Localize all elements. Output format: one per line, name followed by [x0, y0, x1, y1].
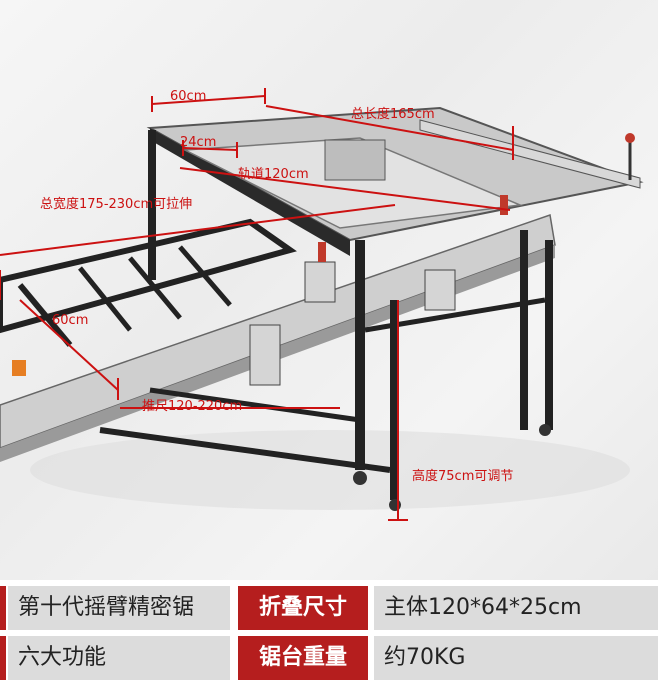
width-top-label: 60cm — [170, 89, 207, 104]
spec-row-2: 六大功能 锯台重量 约70KG — [0, 636, 658, 680]
sliding-carriage — [182, 137, 523, 229]
features-cell: 六大功能 — [8, 636, 230, 680]
sliding-table-saw-illustration — [0, 88, 644, 521]
rail-width-label: 24cm — [180, 135, 217, 150]
total-length-label: 总长度165cm — [351, 107, 435, 122]
fold-size-label: 折叠尺寸 — [238, 586, 368, 630]
weight-value: 约70KG — [374, 636, 658, 680]
clamp — [424, 269, 456, 311]
row-accent — [0, 586, 6, 630]
clamp — [249, 324, 281, 386]
extension-frame — [0, 218, 297, 334]
height-label: 高度75cm可调节 — [412, 469, 514, 484]
rail-length-label: 轨道120cm — [238, 167, 309, 182]
spec-row-1: 第十代摇臂精密锯 折叠尺寸 主体120*64*25cm — [0, 586, 658, 630]
clamp — [304, 261, 336, 303]
total-width-label: 总宽度175-230cm可拉伸 — [40, 197, 193, 212]
product-photo: 60cm 总长度165cm 24cm 轨道120cm 总宽度175-230cm可… — [0, 0, 658, 580]
side-width-label: 60cm — [52, 313, 89, 328]
weight-label: 锯台重量 — [238, 636, 368, 680]
blade-guard — [324, 139, 386, 181]
row-accent — [0, 636, 6, 680]
push-rule-label: 推尺120-220cm — [142, 399, 243, 414]
fold-size-value: 主体120*64*25cm — [374, 586, 658, 630]
model-cell: 第十代摇臂精密锯 — [8, 586, 230, 630]
